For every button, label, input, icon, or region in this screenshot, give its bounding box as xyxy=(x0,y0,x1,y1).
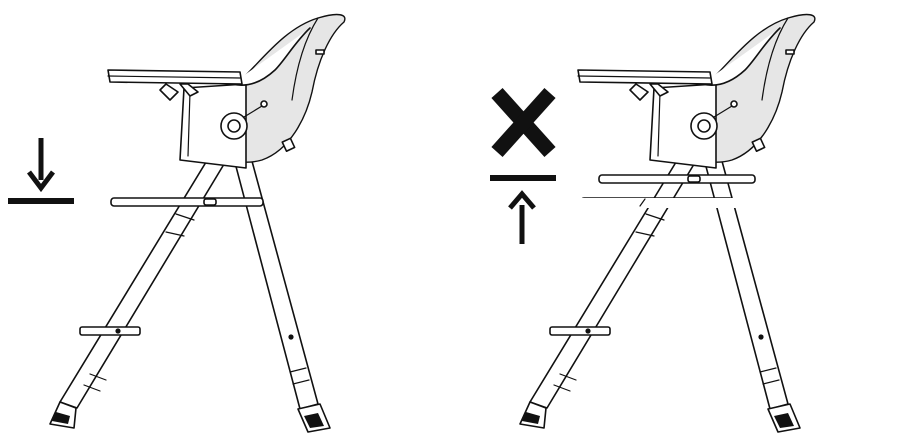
up-arrow-icon xyxy=(508,190,536,244)
down-arrow-icon xyxy=(27,138,55,193)
left-marker xyxy=(8,138,74,204)
highchair-left xyxy=(49,13,346,433)
baseline-bar xyxy=(8,198,74,204)
right-marker xyxy=(490,87,556,244)
limit-bar xyxy=(490,175,556,181)
highchair-right xyxy=(519,13,816,433)
cross-icon xyxy=(491,87,556,158)
